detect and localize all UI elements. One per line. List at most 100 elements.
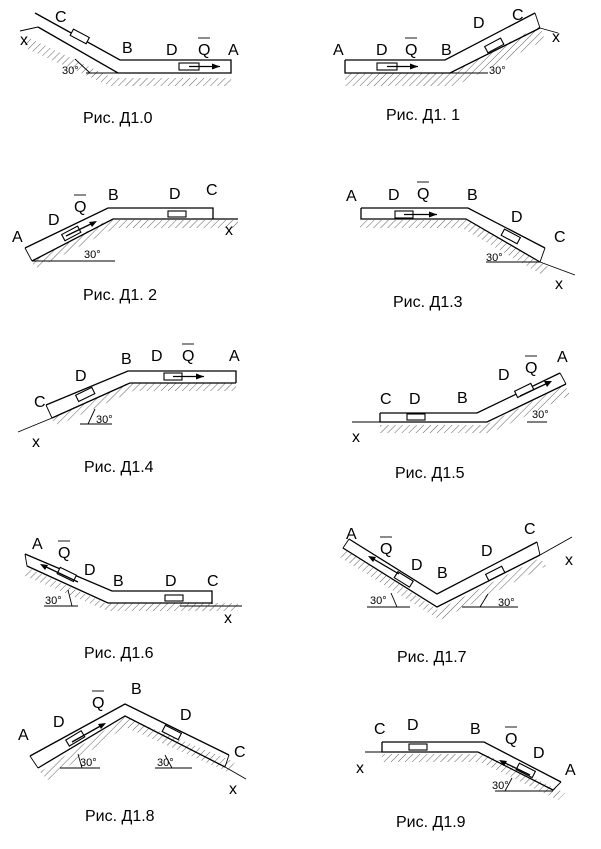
label-q: Q [58,545,70,562]
label-q: Q [198,42,210,59]
figure-d1-4: C x D B D Q A 30° Рис. Д1.4 [17,343,240,476]
label-b: B [441,42,452,59]
label-a: A [18,727,29,744]
label-c: C [512,7,524,24]
label-a: A [346,188,357,205]
figure-d1-6: A Q D B D C x 30° Рис. Д1.6 [24,536,242,662]
angle-label: 30° [492,780,509,792]
label-b: B [108,187,119,204]
label-q: Q [92,695,104,712]
label-b: B [470,721,481,738]
label-d: D [151,348,163,365]
label-a: A [557,349,568,366]
label-d: D [75,368,87,385]
label-d: D [376,42,388,59]
label-q: Q [405,42,417,59]
label-x: x [229,781,237,798]
angle-label: 30° [370,595,387,607]
angle-label: 30° [486,252,503,264]
figure-d1-9: C D B x Q D A 30° Рис. Д1.9 [356,717,576,831]
caption-d1-1: Рис. Д1. 1 [386,107,460,124]
angle-label: 30° [84,249,101,261]
label-q: Q [74,199,86,216]
label-a: A [346,526,357,543]
figure-d1-2: A D Q B D C x 30° Рис. Д1. 2 [12,182,238,304]
label-d: D [180,707,192,724]
caption-d1-0: Рис. Д1.0 [83,110,153,127]
label-x: x [224,610,232,627]
label-d: D [48,212,60,229]
angle-label: 30° [45,595,62,607]
label-x: x [555,276,563,293]
label-d: D [84,562,96,579]
caption-d1-2: Рис. Д1. 2 [83,287,157,304]
caption-d1-4: Рис. Д1.4 [84,459,154,476]
label-b: B [457,390,468,407]
angle-label: 30° [80,757,97,769]
angle-label: 30° [157,757,174,769]
label-x: x [32,434,40,451]
label-d: D [166,42,178,59]
caption-d1-8: Рис. Д1.8 [85,808,155,825]
caption-d1-5: Рис. Д1.5 [395,465,465,482]
caption-d1-6: Рис. Д1.6 [84,645,154,662]
label-a: A [565,762,576,779]
label-c: C [554,229,566,246]
label-c: C [34,394,46,411]
label-b: B [131,681,142,698]
label-c: C [524,521,536,538]
label-x: x [352,429,360,446]
label-q: Q [417,186,429,203]
figure-d1-0: x C B D Q A 30° Рис. Д1.0 [19,9,239,127]
label-x: x [356,760,364,777]
caption-d1-7: Рис. Д1.7 [397,649,467,666]
label-b: B [121,351,132,368]
angle-label: 30° [62,65,79,77]
label-a: A [229,348,240,365]
label-a: A [32,536,43,553]
label-b: B [467,187,478,204]
label-b: B [113,573,124,590]
label-c: C [374,721,386,738]
label-x: x [20,32,28,49]
angle-label: 30° [532,409,549,421]
label-x: x [565,552,573,569]
label-c: C [55,9,67,26]
label-b: B [437,565,448,582]
label-d: D [53,714,65,731]
label-q: Q [182,348,194,365]
figure-d1-1: A D Q B D C x 30° Рис. Д1. 1 [333,7,560,124]
label-d: D [407,717,419,734]
label-c: C [380,391,392,408]
figure-d1-3: A D Q B D C x 30° Рис. Д1.3 [346,181,576,311]
label-x: x [552,29,560,46]
label-a: A [12,229,23,246]
label-d: D [498,367,510,384]
label-d: D [409,391,421,408]
caption-d1-9: Рис. Д1.9 [396,814,466,831]
label-c: C [207,573,219,590]
figure-d1-8: A D Q B D C x 30° 30° Рис. Д1.8 [18,681,247,825]
angle-label: 30° [96,414,113,426]
label-q: Q [380,541,392,558]
angle-label: 30° [498,597,515,609]
label-d: D [511,209,523,226]
label-b: B [122,40,133,57]
label-d: D [388,187,400,204]
label-x: x [225,222,233,239]
label-d: D [169,186,181,203]
label-d: D [411,557,423,574]
label-d: D [165,573,177,590]
label-d: D [533,745,545,762]
label-a: A [333,42,344,59]
label-c: C [206,182,218,199]
label-d: D [473,15,485,32]
label-q: Q [525,360,537,377]
angle-label: 30° [489,65,506,77]
label-c: C [234,744,246,761]
caption-d1-3: Рис. Д1.3 [393,294,463,311]
figure-d1-5: C D B x D Q A 30° Рис. Д1.5 [352,349,570,482]
label-a: A [228,42,239,59]
figure-d1-7: A Q D B D C x 30° 30° Рис. Д1.7 [338,521,573,666]
